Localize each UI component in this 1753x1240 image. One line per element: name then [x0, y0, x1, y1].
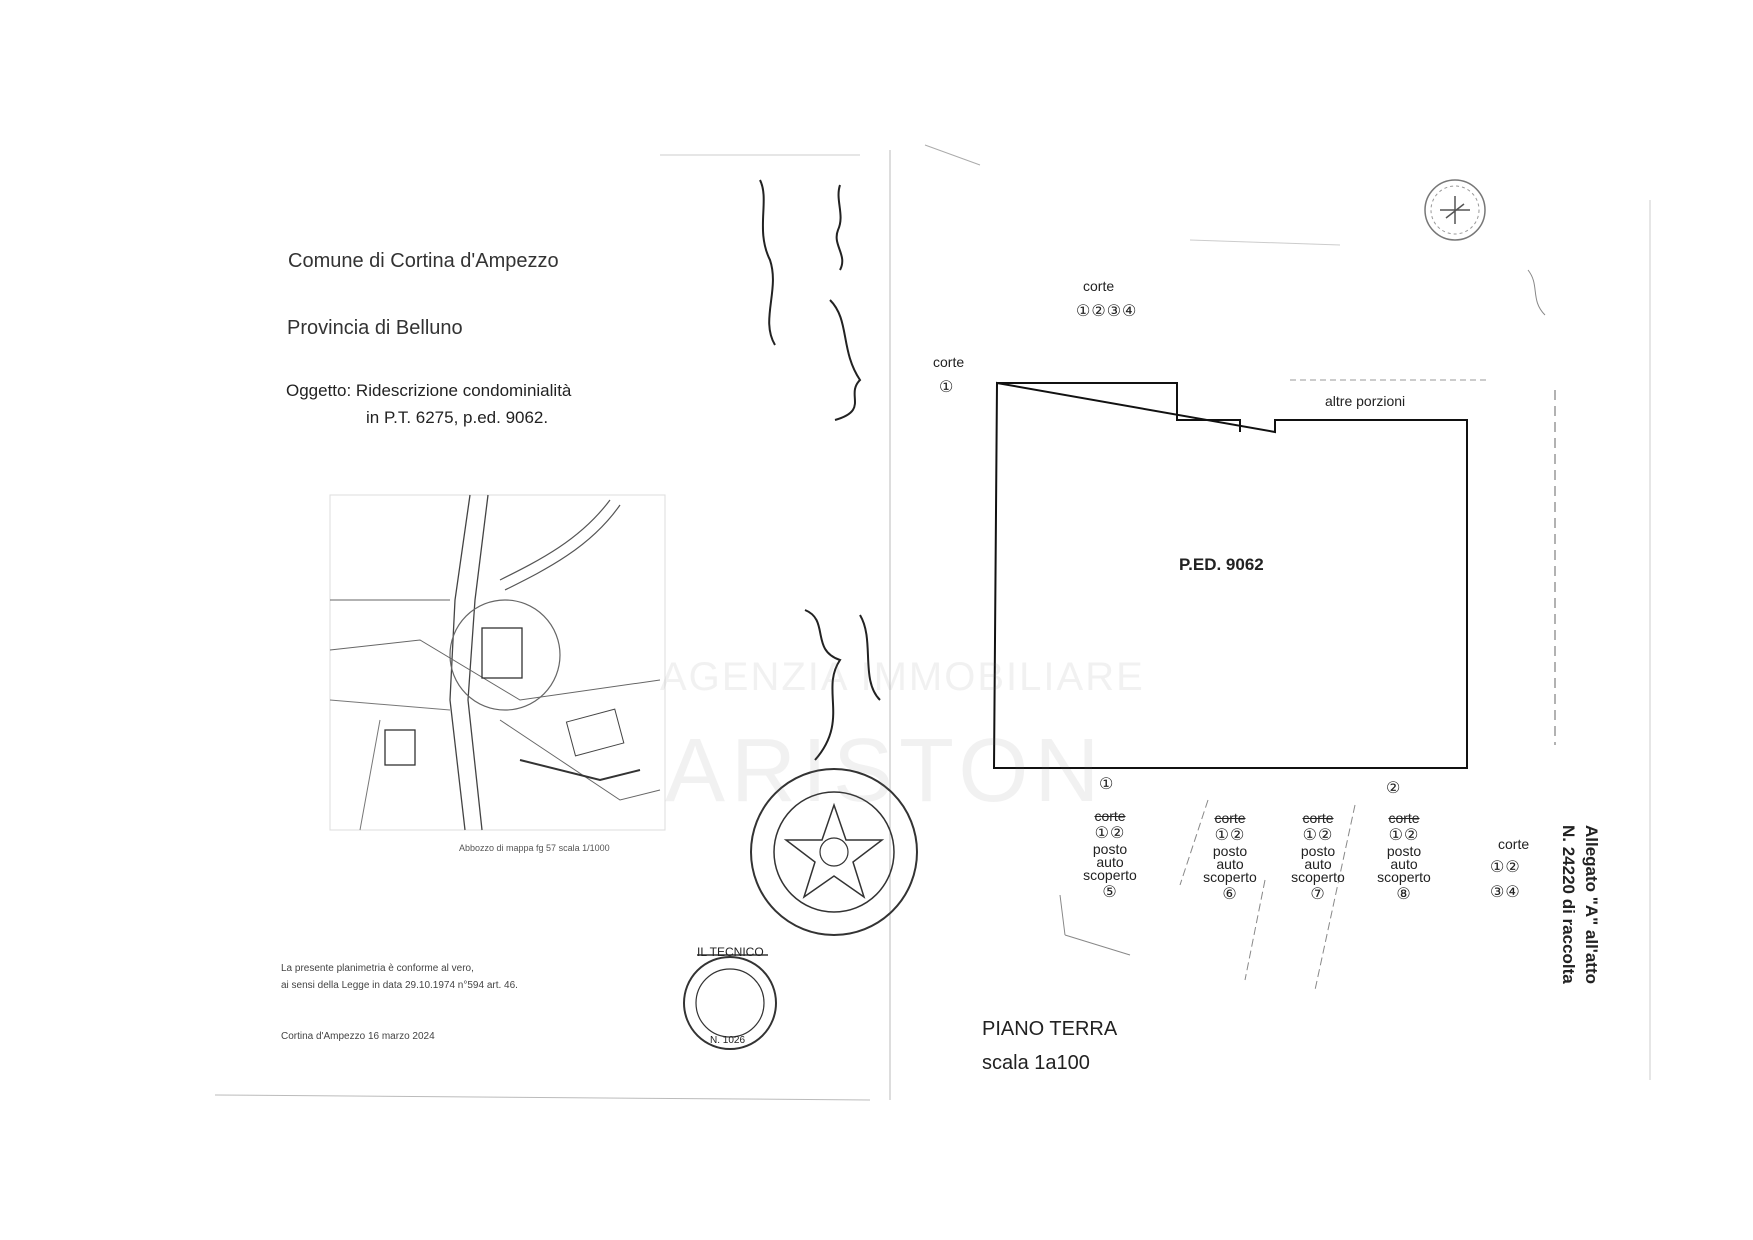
parking-text: posto — [1092, 841, 1128, 857]
parking-text: posto — [1386, 843, 1422, 859]
notary-seal — [750, 768, 918, 936]
parking-text: auto — [1390, 856, 1418, 872]
corte-right-label: corte — [1498, 836, 1530, 852]
building-outline — [992, 381, 1468, 769]
parking-corte-nums: ①② — [1214, 827, 1246, 844]
declaration-line1: La presente planimetria è conforme al ve… — [281, 963, 474, 974]
corte-top-nums: ①②③④ — [1076, 303, 1138, 320]
parking-corte-nums: ①② — [1302, 827, 1334, 844]
parking-text: posto — [1212, 843, 1248, 859]
parking-corte-label: corte — [1214, 810, 1246, 826]
allegato-line2: N. 24220 di raccolta — [1559, 825, 1578, 984]
parking-number: ⑥ — [1222, 886, 1238, 903]
parking-text: auto — [1096, 854, 1124, 870]
corte-top-label: corte — [1083, 278, 1115, 294]
parking-6: corte ①② posto auto scoperto ⑥ — [1200, 810, 1260, 904]
watermark-line1: AGENZIA IMMOBILIARE — [660, 655, 1145, 699]
watermark-line2: ARISTON — [665, 721, 1106, 821]
corte-left-label: corte — [933, 354, 965, 370]
parking-number: ⑤ — [1102, 884, 1118, 901]
piano-label: PIANO TERRA — [982, 1018, 1118, 1040]
parking-corte-label: corte — [1094, 808, 1126, 824]
parking-text: scoperto — [1203, 869, 1257, 885]
parking-5: corte ①② posto auto scoperto ⑤ — [1080, 808, 1140, 902]
scala-label: scala 1a100 — [982, 1052, 1090, 1074]
parking-7: corte ①② posto auto scoperto ⑦ — [1288, 810, 1348, 904]
parking-corte-nums: ①② — [1094, 825, 1126, 842]
parking-8: corte ①② posto auto scoperto ⑧ — [1374, 810, 1434, 904]
cadastral-map — [329, 494, 666, 831]
declaration-date: Cortina d'Ampezzo 16 marzo 2024 — [281, 1031, 435, 1042]
map-caption: Abbozzo di mappa fg 57 scala 1/1000 — [459, 843, 610, 853]
corte-right-nums2: ③④ — [1490, 884, 1521, 901]
provincia-title: Provincia di Belluno — [287, 317, 463, 339]
comune-title: Comune di Cortina d'Ampezzo — [288, 250, 559, 272]
parking-text: auto — [1216, 856, 1244, 872]
parking-corte-nums: ①② — [1388, 827, 1420, 844]
parking-text: scoperto — [1083, 867, 1137, 883]
tecnico-stamp-number: N. 1026 — [710, 1035, 746, 1046]
declaration-line2: ai sensi della Legge in data 29.10.1974 … — [281, 980, 518, 991]
corte-right-nums1: ①② — [1490, 859, 1521, 876]
oggetto-line1: Oggetto: Ridescrizione condominialità — [286, 381, 572, 400]
tecnico-stamp — [683, 954, 777, 1050]
parking-corte-label: corte — [1302, 810, 1334, 826]
oggetto-line2: in P.T. 6275, p.ed. 9062. — [366, 408, 549, 427]
corte-left-num: ① — [939, 379, 955, 396]
allegato-line1: Allegato "A" all'atto — [1582, 825, 1601, 985]
parking-corte-label: corte — [1388, 810, 1420, 826]
parking-number: ⑦ — [1310, 886, 1326, 903]
entry-2: ② — [1386, 780, 1402, 797]
building-label: P.ED. 9062 — [1179, 555, 1264, 574]
parking-text: scoperto — [1377, 869, 1431, 885]
parking-number: ⑧ — [1396, 886, 1412, 903]
parking-text: scoperto — [1291, 869, 1345, 885]
tecnico-title: IL TECNICO — [697, 945, 764, 959]
parking-text: posto — [1300, 843, 1336, 859]
parking-text: auto — [1304, 856, 1332, 872]
signature-1 — [759, 179, 881, 761]
north-arrow-icon — [1424, 179, 1486, 241]
entry-1: ① — [1099, 776, 1115, 793]
altre-porzioni-label: altre porzioni — [1325, 393, 1406, 409]
